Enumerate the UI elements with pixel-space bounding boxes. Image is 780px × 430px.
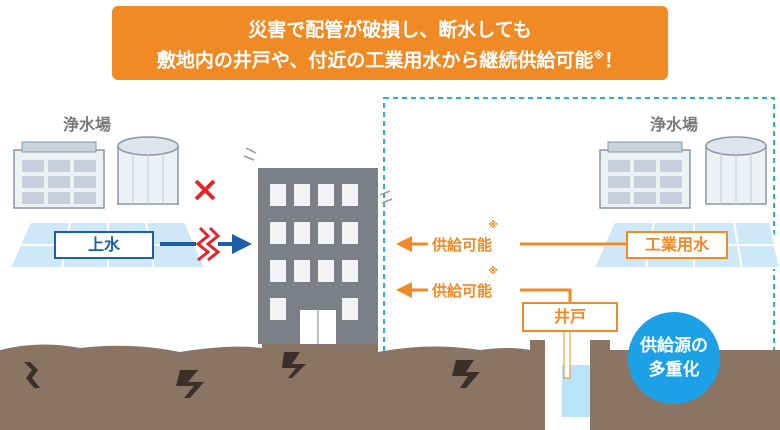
well-label: 井戸 bbox=[522, 302, 618, 332]
headline-line-1: 災害で配管が破損し、断水しても bbox=[248, 19, 532, 41]
ground-cracks bbox=[24, 352, 480, 398]
left-plant-building-icon bbox=[13, 141, 105, 209]
supply-label-1: 供給可能 ※ bbox=[432, 220, 499, 254]
well-supply-line bbox=[520, 288, 572, 302]
office-building-icon bbox=[243, 147, 393, 344]
headline-banner: 災害で配管が破損し、断水しても 敷地内の井戸や、付近の工業用水から継続供給可能※… bbox=[112, 6, 668, 80]
supply-note-mark-1: ※ bbox=[488, 220, 499, 231]
industrial-water-label: 工業用水 bbox=[626, 231, 728, 259]
supply-note-mark-2: ※ bbox=[488, 266, 499, 277]
supply-arrowhead-2 bbox=[396, 282, 412, 298]
tap-water-label: 上水 bbox=[54, 231, 154, 259]
x-mark-icon bbox=[194, 179, 216, 201]
multi-source-badge-text: 供給源の 多重化 bbox=[640, 336, 708, 380]
ground-left bbox=[0, 340, 545, 430]
right-plant-building-icon bbox=[599, 141, 691, 209]
headline-note-mark: ※ bbox=[593, 49, 605, 62]
supply-arrowhead-1 bbox=[396, 236, 412, 252]
break-zigzag-icon bbox=[195, 226, 221, 262]
tap-water-arrowhead bbox=[232, 234, 252, 254]
headline-line-2: 敷地内の井戸や、付近の工業用水から継続供給可能※！ bbox=[156, 49, 624, 72]
right-plant-tank-icon bbox=[705, 136, 767, 205]
supply-label-2: 供給可能 ※ bbox=[432, 266, 499, 300]
multi-source-badge bbox=[628, 312, 720, 404]
left-plant-label: 浄水場 bbox=[63, 115, 112, 134]
left-plant-tank-icon bbox=[117, 136, 179, 205]
right-plant-label: 浄水場 bbox=[650, 115, 699, 134]
